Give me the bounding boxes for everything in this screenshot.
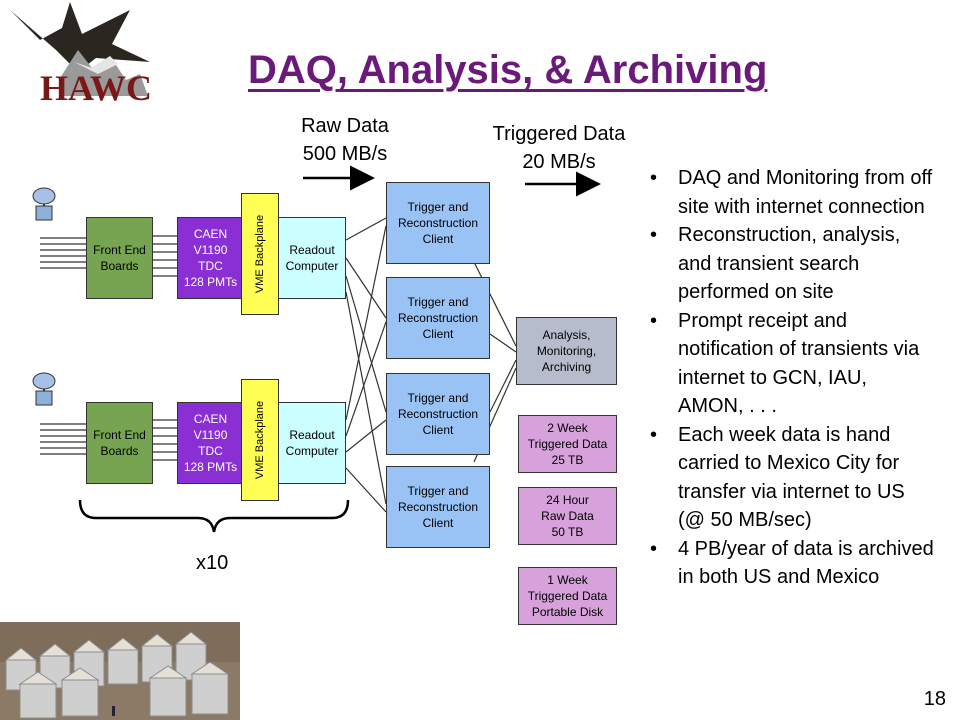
- bullet-item: Reconstruction, analysis, and transient …: [646, 221, 936, 307]
- vme-backplane-bottom: VME Backplane: [241, 379, 279, 501]
- front-end-boards-top: Front End Boards: [86, 217, 153, 299]
- cable-bundle-top: [40, 235, 177, 277]
- trigger-client-3: Trigger and Reconstruction Client: [386, 373, 490, 455]
- vme-backplane-bottom-label: VME Backplane: [254, 400, 266, 480]
- logo-wordmark: HAWC: [40, 68, 152, 105]
- trigger-client-1: Trigger and Reconstruction Client: [386, 182, 490, 264]
- trigger-client-4: Trigger and Reconstruction Client: [386, 466, 490, 548]
- raw-data-label: Raw Data 500 MB/s: [301, 115, 389, 165]
- caen-tdc-bottom: CAEN V1190 TDC 128 PMTs: [177, 402, 244, 484]
- bullet-item: Prompt receipt and notification of trans…: [646, 307, 936, 421]
- bullet-item: Each week data is hand carried to Mexico…: [646, 421, 936, 535]
- storage-1-week: 1 Week Triggered Data Portable Disk: [518, 567, 617, 625]
- readout-computer-bottom: Readout Computer: [278, 402, 346, 484]
- trigger-client-2: Trigger and Reconstruction Client: [386, 277, 490, 359]
- group-brace: [78, 499, 350, 533]
- front-end-boards-bottom: Front End Boards: [86, 402, 153, 484]
- analysis-monitoring-archiving: Analysis, Monitoring, Archiving: [516, 317, 617, 385]
- storage-24-hour: 24 Hour Raw Data 50 TB: [518, 487, 617, 545]
- triggered-data-label: Triggered Data 20 MB/s: [492, 123, 626, 173]
- pmt-sensor-top-icon: [32, 187, 56, 221]
- page-title: DAQ, Analysis, & Archiving: [248, 48, 768, 92]
- readout-trigger-links: [345, 217, 387, 513]
- pmt-sensor-bottom-icon: [32, 372, 56, 406]
- cable-bundle-bottom: [40, 419, 177, 461]
- vme-backplane-top-label: VME Backplane: [254, 214, 266, 294]
- bullet-item: 4 PB/year of data is archived in both US…: [646, 535, 936, 592]
- page-number: 18: [923, 688, 946, 710]
- readout-computer-top: Readout Computer: [278, 217, 346, 299]
- bullet-list: DAQ and Monitoring from off site with in…: [646, 164, 936, 592]
- storage-2-week: 2 Week Triggered Data 25 TB: [518, 415, 617, 473]
- multiplier-label: x10: [196, 552, 229, 574]
- bullet-item: DAQ and Monitoring from off site with in…: [646, 164, 936, 221]
- hawc-logo: HAWC: [0, 0, 170, 105]
- site-photo: [0, 622, 240, 720]
- caen-tdc-top: CAEN V1190 TDC 128 PMTs: [177, 217, 244, 299]
- vme-backplane-top: VME Backplane: [241, 193, 279, 315]
